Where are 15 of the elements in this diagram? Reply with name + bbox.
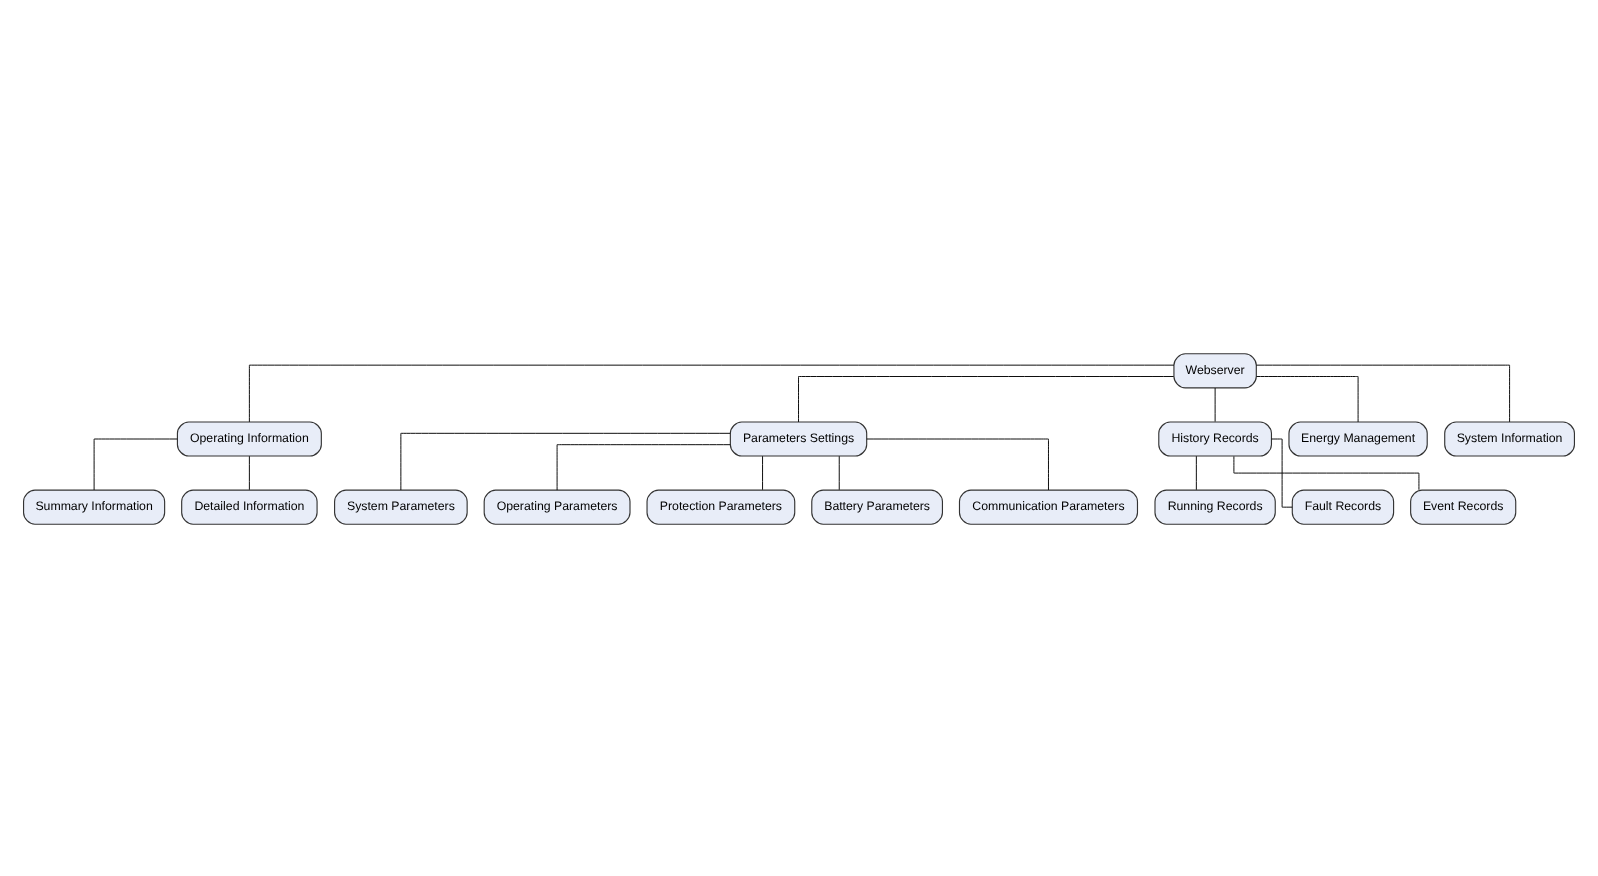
connector xyxy=(1195,454,1197,490)
connector xyxy=(838,454,840,490)
connector xyxy=(400,431,731,490)
connector xyxy=(1271,437,1293,507)
connector xyxy=(762,454,764,490)
connector xyxy=(248,363,1175,422)
connector xyxy=(1233,454,1420,490)
connector xyxy=(556,443,731,490)
connector xyxy=(798,375,1175,422)
connector xyxy=(1214,386,1216,422)
connector xyxy=(866,437,1049,490)
connector xyxy=(1255,363,1511,422)
connector xyxy=(248,454,250,490)
connector xyxy=(1256,375,1359,422)
connector xyxy=(93,437,178,490)
